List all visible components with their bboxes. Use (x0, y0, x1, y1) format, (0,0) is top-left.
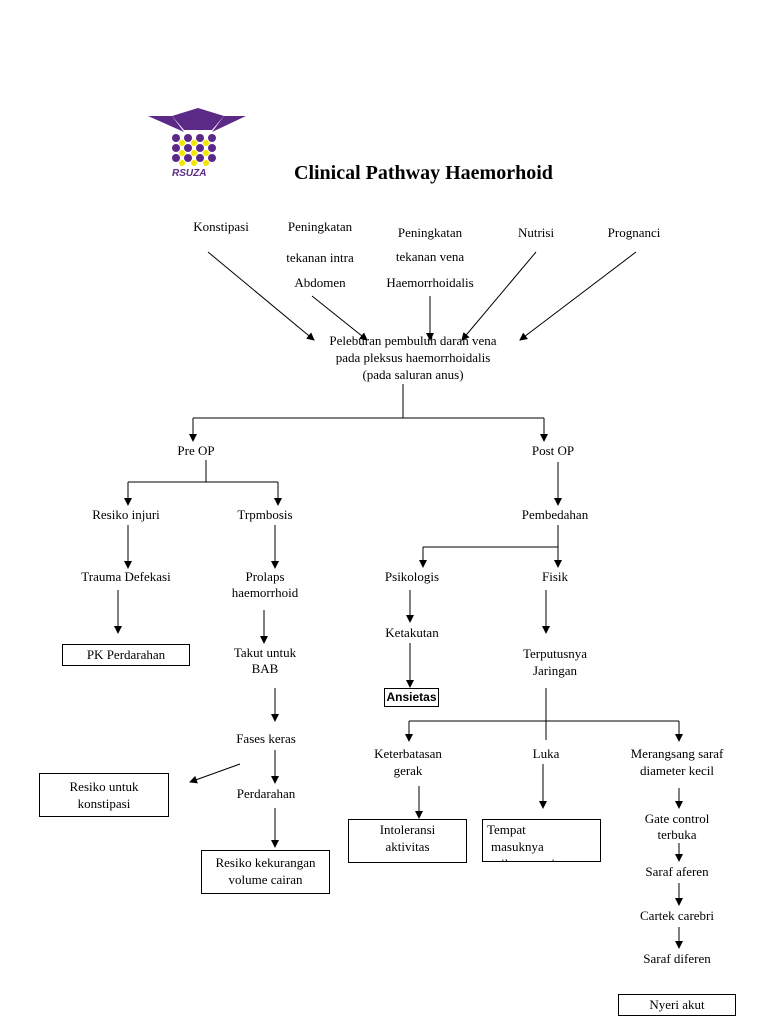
resiko-konstipasi-box: Resiko untuk konstipasi (39, 773, 169, 817)
gate-control-line1: Gate control (644, 811, 710, 826)
tempat-box: Tempat masuknya mikroorganisme (482, 819, 601, 862)
prolaps-line2: haemorrhoid (231, 585, 299, 600)
pre-op-label: Pre OP (177, 443, 215, 458)
saraf-diferen: Saraf diferen (643, 951, 711, 966)
center-line1: Peleburan pembuluh darah vena (329, 333, 497, 348)
luka: Luka (532, 746, 560, 761)
resiko-injuri: Resiko injuri (92, 507, 160, 522)
center-line2: pada pleksus haemorrhoidalis (335, 350, 491, 365)
cause-nutrisi: Nutrisi (517, 225, 555, 240)
post-op-label: Post OP (531, 443, 575, 458)
rsuza-logo (148, 108, 246, 166)
perdarahan: Perdarahan (236, 786, 296, 801)
cause-tekanan-vena-line2: tekanan vena (395, 249, 465, 264)
resiko-cairan-line1: Resiko kekurangan (215, 855, 316, 870)
cause-tekanan-vena-line3: Haemorrhoidalis (386, 275, 474, 290)
takut-bab-line2: BAB (251, 661, 279, 676)
intoleransi-line2: aktivitas (385, 839, 430, 854)
cause-tekanan-vena-line1: Peningkatan (397, 225, 463, 240)
pembedahan: Pembedahan (521, 507, 589, 522)
intoleransi-line1: Intoleransi (379, 822, 436, 837)
cause-tekanan-intra-line3: Abdomen (294, 275, 346, 290)
saraf-aferen: Saraf aferen (645, 864, 709, 879)
tempat-line3: mikroorganisme (487, 855, 600, 861)
page-title: Clinical Pathway Haemorhoid (294, 162, 553, 184)
cartek-carebri: Cartek carebri (640, 908, 714, 923)
merangsang-line2: diameter kecil (640, 763, 714, 778)
resiko-cairan-box: Resiko kekurangan volume cairan (201, 850, 330, 894)
merangsang-line1: Merangsang saraf (630, 746, 724, 761)
keterbatasan-line2: gerak (393, 763, 423, 778)
trauma-defekasi: Trauma Defekasi (81, 569, 171, 584)
ansietas-box: Ansietas (384, 688, 439, 707)
tempat-line2: masuknya (491, 839, 544, 854)
trombosis: Trpmbosis (237, 507, 293, 522)
pk-perdarahan-box: PK Perdarahan (62, 644, 190, 666)
cause-tekanan-intra-line2: tekanan intra (286, 250, 354, 265)
logo-text: RSUZA (172, 168, 207, 179)
takut-bab-line1: Takut untuk (233, 645, 297, 660)
psikologis: Psikologis (384, 569, 440, 584)
fisik: Fisik (541, 569, 568, 584)
gate-control-line2: terbuka (657, 827, 697, 842)
cause-tekanan-intra-line1: Peningkatan (287, 219, 353, 234)
fases-keras: Fases keras (236, 731, 296, 746)
ketakutan: Ketakutan (385, 625, 439, 640)
resiko-cairan-line2: volume cairan (228, 872, 303, 887)
nyeri-akut-box: Nyeri akut (618, 994, 736, 1016)
prolaps-line1: Prolaps (245, 569, 285, 584)
terputusnya-line2: Jaringan (532, 663, 578, 678)
cause-prognanci: Prognanci (607, 225, 661, 240)
tempat-line1: Tempat (487, 822, 526, 837)
center-line3: (pada saluran anus) (362, 367, 464, 382)
resiko-konstipasi-line2: konstipasi (77, 796, 131, 811)
keterbatasan-line1: Keterbatasan (374, 746, 442, 761)
resiko-konstipasi-line1: Resiko untuk (69, 779, 139, 794)
terputusnya-line1: Terputusnya (522, 646, 588, 661)
intoleransi-box: Intoleransi aktivitas (348, 819, 467, 863)
cause-konstipasi: Konstipasi (193, 219, 249, 234)
